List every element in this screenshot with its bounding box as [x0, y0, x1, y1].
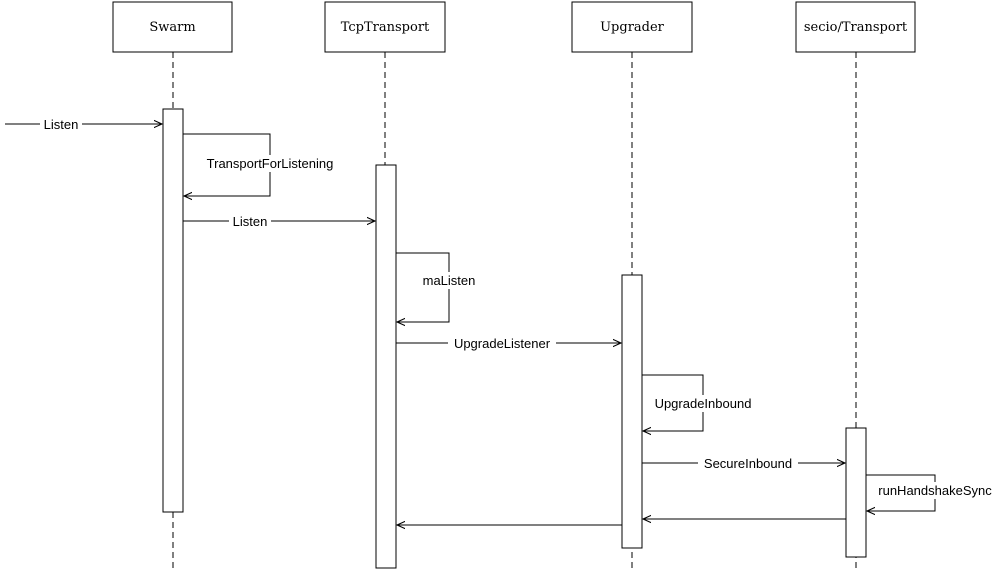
- message-upgrade-inbound: UpgradeInbound: [642, 374, 758, 431]
- activation-tcp-transport: [375, 164, 397, 569]
- message-malisten: maListen: [396, 252, 479, 322]
- participant-label-swarm: Swarm: [149, 20, 195, 35]
- participant-label-upgrader: Upgrader: [600, 20, 665, 35]
- participant-swarm[interactable]: Swarm: [112, 1, 233, 53]
- activation-secio-transport: [845, 427, 867, 558]
- message-label-secure-inbound: SecureInbound: [704, 456, 792, 471]
- participant-tcp-transport[interactable]: TcpTransport: [324, 1, 446, 53]
- participant-label-tcp-transport: TcpTransport: [341, 20, 430, 35]
- message-upgrade-listener: UpgradeListener: [396, 335, 621, 351]
- message-label-upgrade-inbound: UpgradeInbound: [655, 396, 752, 411]
- message-secure-inbound: SecureInbound: [642, 455, 845, 471]
- message-label-run-handshake-sync: runHandshakeSync: [878, 483, 992, 498]
- message-listen: Listen: [183, 213, 375, 229]
- message-listen-incoming: Listen: [5, 116, 162, 132]
- message-run-handshake-sync: runHandshakeSync: [866, 474, 998, 511]
- participant-secio-transport[interactable]: secio/Transport: [795, 1, 916, 53]
- activation-upgrader: [621, 274, 643, 549]
- message-transport-for-listening: TransportForListening: [183, 133, 341, 196]
- message-label-listen-incoming: Listen: [44, 117, 79, 132]
- message-label-transport-for-listening: TransportForListening: [207, 156, 334, 171]
- message-label-upgrade-listener: UpgradeListener: [454, 336, 551, 351]
- message-label-malisten: maListen: [423, 273, 476, 288]
- activation-swarm: [162, 108, 184, 513]
- participant-upgrader[interactable]: Upgrader: [571, 1, 693, 53]
- participant-label-secio-transport: secio/Transport: [804, 20, 908, 35]
- message-label-listen: Listen: [233, 214, 268, 229]
